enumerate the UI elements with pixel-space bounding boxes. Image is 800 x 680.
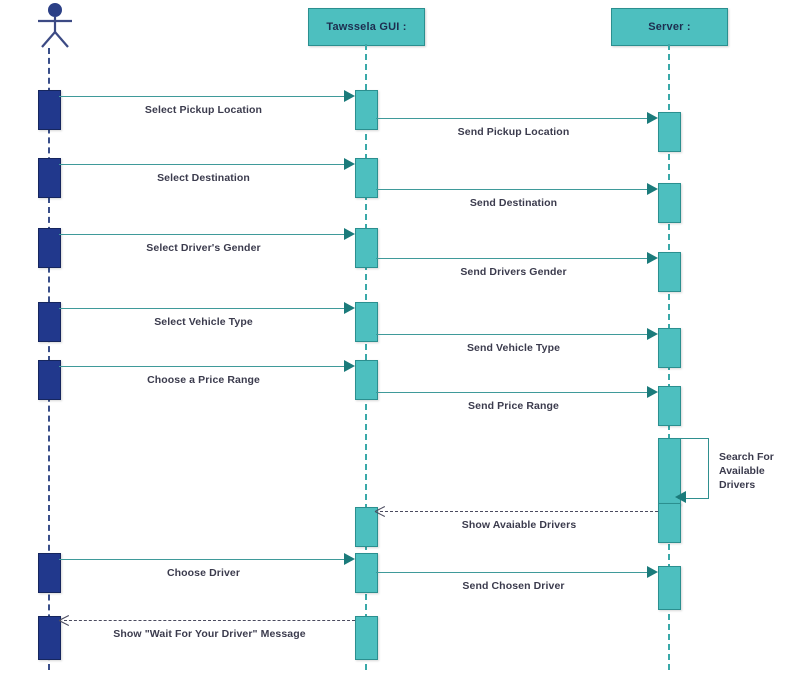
message-label-10: Send Price Range (468, 400, 559, 412)
message-label-5: Select Driver's Gender (146, 242, 261, 254)
message-label-15: Show "Wait For Your Driver" Message (113, 628, 306, 640)
arrowhead-10 (647, 386, 658, 398)
activation-server-5 (658, 386, 681, 426)
activation-actor-7 (38, 616, 61, 660)
message-line-15[interactable] (64, 620, 355, 621)
message-line-2[interactable] (376, 118, 651, 119)
activation-server-7 (658, 503, 681, 543)
arrowhead-6 (647, 252, 658, 264)
arrowhead-13 (344, 553, 355, 565)
activation-gui-2 (355, 158, 378, 198)
message-label-1: Select Pickup Location (144, 104, 263, 116)
message-line-8[interactable] (376, 334, 651, 335)
activation-actor-6 (38, 553, 61, 593)
message-line-9[interactable] (59, 366, 348, 367)
arrowhead-7 (344, 302, 355, 314)
participant-header-gui[interactable]: Tawssela GUI : (308, 8, 425, 46)
self-message-label-line-1: Search For (719, 451, 774, 463)
activation-gui-7 (355, 553, 378, 593)
message-label-4: Send Destination (469, 197, 558, 209)
activation-gui-1 (355, 90, 378, 130)
self-message-label-line-3: Drivers (719, 479, 756, 492)
self-message-label-line-2: Available (719, 465, 765, 478)
arrowhead-5 (344, 228, 355, 240)
message-label-6: Send Drivers Gender (460, 266, 567, 278)
activation-actor-3 (38, 228, 61, 268)
activation-gui-3 (355, 228, 378, 268)
activation-server-4 (658, 328, 681, 368)
message-label-14: Send Chosen Driver (462, 580, 565, 592)
message-line-14[interactable] (376, 572, 651, 573)
lifeline-gui (365, 44, 367, 670)
arrowhead-4 (647, 183, 658, 195)
message-label-2: Send Pickup Location (457, 126, 570, 138)
message-label-9: Choose a Price Range (147, 374, 260, 386)
message-label-13: Choose Driver (166, 567, 241, 579)
arrowhead-3 (344, 158, 355, 170)
arrowhead-9 (344, 360, 355, 372)
message-line-1[interactable] (59, 96, 348, 97)
message-line-7[interactable] (59, 308, 348, 309)
message-line-10[interactable] (376, 392, 651, 393)
activation-server-2 (658, 183, 681, 223)
arrowhead-12 (375, 507, 384, 516)
arrowhead-14 (647, 566, 658, 578)
activation-actor-5 (38, 360, 61, 400)
message-label-12: Show Avaiable Drivers (461, 519, 577, 531)
arrowhead-1 (344, 90, 355, 102)
message-line-6[interactable] (376, 258, 651, 259)
message-label-3: Select Destination (157, 172, 250, 184)
message-label-8: Send Vehicle Type (466, 342, 561, 354)
activation-server-8 (658, 566, 681, 610)
activation-actor-1 (38, 90, 61, 130)
self-message-label-search-drivers: Search For Available Drivers (719, 450, 789, 493)
message-label-7: Select Vehicle Type (154, 316, 253, 328)
arrowhead-11 (675, 491, 686, 503)
arrowhead-2 (647, 112, 658, 124)
message-line-3[interactable] (59, 164, 348, 165)
message-line-5[interactable] (59, 234, 348, 235)
lifeline-actor (48, 48, 50, 670)
activation-actor-4 (38, 302, 61, 342)
message-line-4[interactable] (376, 189, 651, 190)
actor-user[interactable] (24, 2, 86, 53)
self-message-loop-search-drivers[interactable] (678, 438, 709, 499)
activation-gui-5 (355, 360, 378, 400)
activation-server-3 (658, 252, 681, 292)
message-line-12[interactable] (380, 511, 658, 512)
activation-gui-6 (355, 507, 378, 547)
participant-header-server[interactable]: Server : (611, 8, 728, 46)
activation-gui-8 (355, 616, 378, 660)
activation-actor-2 (38, 158, 61, 198)
activation-server-1 (658, 112, 681, 152)
arrowhead-15 (59, 616, 68, 625)
activation-gui-4 (355, 302, 378, 342)
participant-header-server-label: Server : (648, 21, 691, 33)
stick-figure-actor-icon (38, 3, 72, 48)
participant-header-gui-label: Tawssela GUI : (326, 21, 407, 33)
arrowhead-8 (647, 328, 658, 340)
message-line-13[interactable] (59, 559, 348, 560)
